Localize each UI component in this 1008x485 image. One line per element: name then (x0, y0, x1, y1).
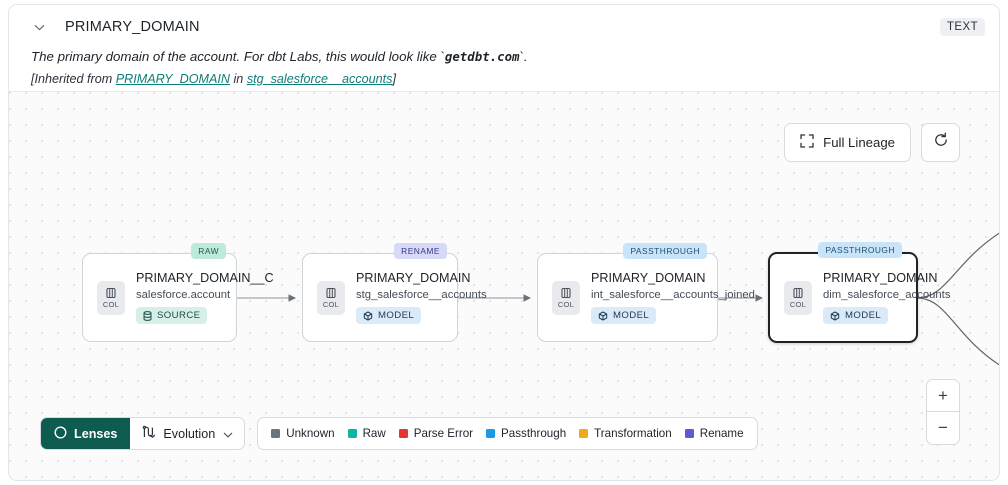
legend-item: Transformation (579, 427, 672, 440)
column-icon: COL (552, 280, 580, 315)
node-tag: RENAME (394, 243, 447, 259)
evolution-icon (141, 425, 156, 442)
expand-icon (800, 134, 814, 151)
legend-item: Parse Error (398, 427, 474, 440)
page-title: PRIMARY_DOMAIN (65, 19, 200, 35)
zoom-in-button[interactable]: + (927, 380, 959, 412)
legend-swatch (347, 429, 357, 438)
legend-label: Parse Error (413, 427, 474, 440)
column-icon: COL (97, 280, 125, 315)
lineage-canvas[interactable]: RAW COL PRIMARY_DOMAIN__C salesforce.acc… (9, 91, 999, 480)
legend-swatch (684, 429, 694, 438)
legend-label: Rename (699, 427, 744, 440)
chevron-down-icon[interactable] (31, 19, 47, 35)
lineage-node[interactable]: PASSTHROUGH COL PRIMARY_DOMAIN int_sales… (537, 243, 755, 342)
lens-icon (54, 425, 67, 442)
status-badge: TEXT (940, 18, 985, 36)
full-lineage-label: Full Lineage (823, 135, 895, 150)
lenses-label: Lenses (74, 426, 118, 441)
database-icon (143, 310, 152, 321)
legend-item: Raw (347, 427, 386, 440)
legend-item: Rename (684, 427, 744, 440)
inherit-open: [Inherited from (31, 71, 116, 86)
legend-swatch (579, 429, 589, 438)
lineage-node[interactable]: RENAME COL PRIMARY_DOMAIN stg_salesforce… (302, 243, 487, 342)
node-tag: RAW (191, 243, 226, 259)
node-subtitle: stg_salesforce__accounts (356, 289, 487, 301)
inherit-close: ] (392, 71, 396, 86)
legend-item: Passthrough (486, 427, 566, 440)
refresh-icon (933, 132, 949, 153)
zoom-out-button[interactable]: − (938, 418, 948, 437)
evolution-dropdown[interactable]: Evolution (130, 418, 244, 449)
node-subtitle: salesforce.account (136, 289, 231, 301)
chevron-down-icon (223, 427, 233, 441)
node-kind-badge: MODEL (591, 307, 657, 324)
column-chip-label: COL (789, 299, 807, 309)
node-subtitle: dim_salesforce_accounts (823, 289, 951, 301)
column-icon: COL (317, 280, 345, 315)
description-suffix: `. (519, 49, 528, 64)
lineage-legend: Unknown Raw Parse Error Passthrough Transfor… (257, 417, 758, 450)
node-tag: PASSTHROUGH (623, 243, 707, 259)
description-prefix: The primary domain of the account. For d… (31, 49, 445, 64)
legend-label: Raw (362, 427, 386, 440)
legend-label: Transformation (594, 427, 672, 440)
cube-icon (598, 310, 608, 321)
full-lineage-button[interactable]: Full Lineage (784, 123, 911, 162)
lineage-node[interactable]: RAW COL PRIMARY_DOMAIN__C salesforce.acc… (82, 243, 274, 342)
zoom-controls: + − (926, 379, 960, 445)
column-chip-label: COL (322, 299, 340, 309)
legend-label: Unknown (286, 427, 335, 440)
canvas-bottom-bar: Lenses Evolution Unknown Raw Parse Error Pa… (40, 417, 758, 450)
column-chip-label: COL (557, 299, 575, 309)
inherited-model-link[interactable]: stg_salesforce__accounts (246, 71, 393, 86)
legend-swatch (271, 429, 281, 438)
node-name: PRIMARY_DOMAIN (591, 271, 706, 285)
canvas-toolbar: Full Lineage (784, 123, 960, 162)
lineage-node-selected[interactable]: PASSTHROUGH COL PRIMARY_DOMAIN dim_sales… (768, 242, 950, 343)
lenses-segmented-control: Lenses Evolution (40, 417, 246, 450)
refresh-button[interactable] (921, 123, 960, 162)
node-kind-badge: SOURCE (136, 307, 208, 324)
inherit-mid: in (230, 71, 247, 86)
column-detail-panel: PRIMARY_DOMAIN TEXT The primary domain o… (8, 4, 1000, 481)
evolution-label: Evolution (163, 426, 216, 441)
legend-swatch (398, 429, 408, 438)
node-subtitle: int_salesforce__accounts_joined (591, 289, 755, 301)
inherited-from-note: [Inherited from PRIMARY_DOMAIN in stg_sa… (9, 66, 999, 86)
column-description: The primary domain of the account. For d… (9, 41, 999, 66)
node-kind-label: MODEL (845, 310, 882, 321)
inherited-column-link[interactable]: PRIMARY_DOMAIN (115, 71, 230, 86)
node-kind-label: MODEL (613, 310, 650, 321)
lenses-button[interactable]: Lenses (41, 418, 131, 449)
node-name: PRIMARY_DOMAIN__C (136, 271, 274, 285)
column-icon: COL (784, 280, 812, 315)
column-chip-label: COL (102, 299, 120, 309)
description-code: getdbt.com (444, 49, 520, 64)
legend-label: Passthrough (501, 427, 567, 440)
node-kind-label: SOURCE (157, 310, 201, 321)
node-kind-badge: MODEL (823, 307, 889, 324)
node-name: PRIMARY_DOMAIN (823, 271, 938, 285)
panel-header: PRIMARY_DOMAIN TEXT The primary domain o… (9, 5, 999, 91)
cube-icon (363, 310, 373, 321)
legend-swatch (486, 429, 496, 438)
node-kind-label: MODEL (378, 310, 415, 321)
node-name: PRIMARY_DOMAIN (356, 271, 471, 285)
node-kind-badge: MODEL (356, 307, 422, 324)
cube-icon (830, 310, 840, 321)
node-tag: PASSTHROUGH (818, 242, 902, 258)
legend-item: Unknown (271, 427, 335, 440)
